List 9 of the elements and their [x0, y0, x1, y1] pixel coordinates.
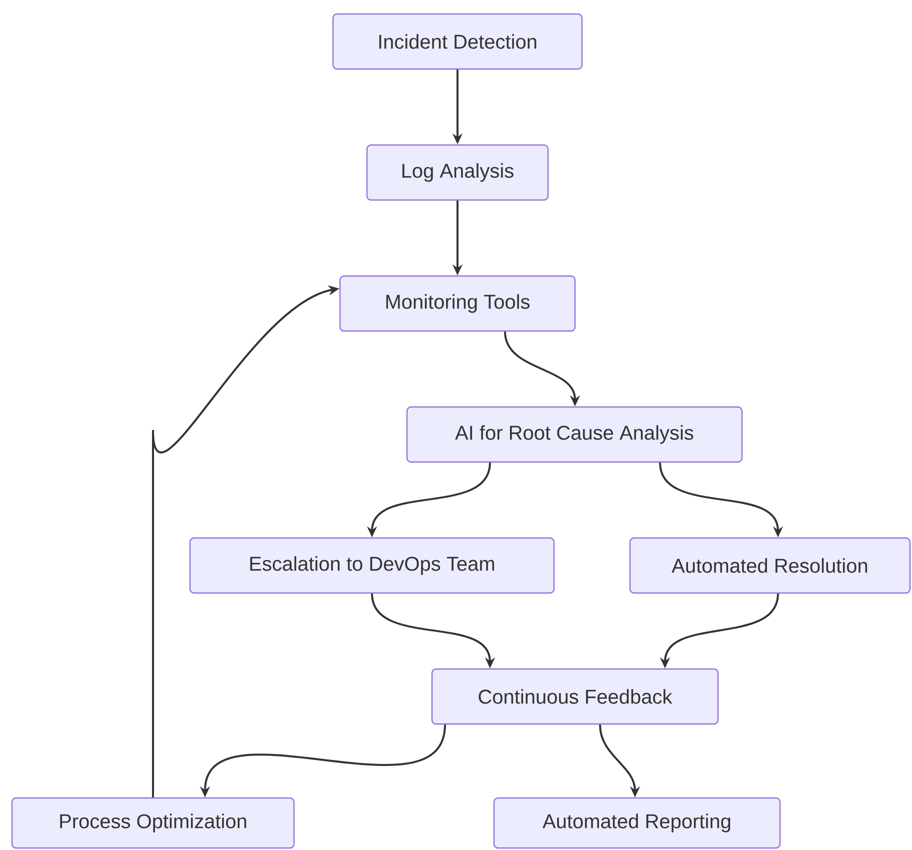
- process-box: Log Analysis: [366, 144, 549, 201]
- process-box: Automated Reporting: [493, 797, 781, 849]
- process-box: Continuous Feedback: [431, 668, 719, 725]
- process-box: Automated Resolution: [629, 537, 911, 594]
- process-box: Incident Detection: [332, 13, 583, 70]
- process-box: Monitoring Tools: [339, 275, 576, 332]
- process-box: Process Optimization: [11, 797, 295, 849]
- process-box: Escalation to DevOps Team: [189, 537, 555, 594]
- process-box: AI for Root Cause Analysis: [406, 406, 743, 463]
